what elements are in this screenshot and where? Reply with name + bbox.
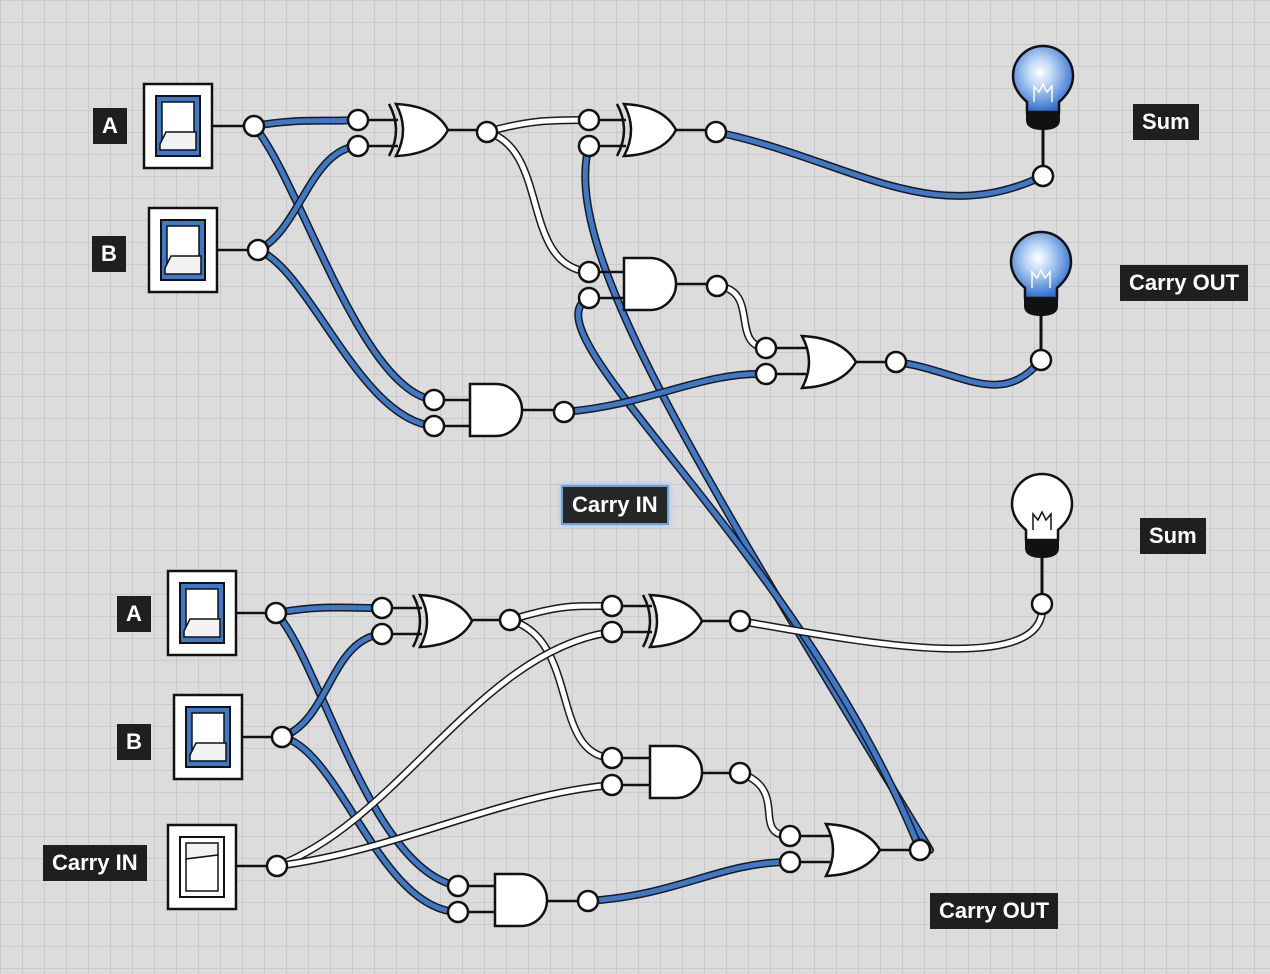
wire-on: [251, 123, 437, 403]
and-gate[interactable]: [622, 256, 678, 312]
xor-gate[interactable]: [411, 593, 474, 649]
input-label-carry-in: Carry IN: [43, 845, 147, 881]
wire-outline: [712, 128, 1047, 200]
or-gate[interactable]: [799, 334, 858, 390]
wire-on: [893, 357, 1044, 388]
connection-pin[interactable]: [884, 350, 908, 374]
input-label-a: A: [117, 596, 151, 632]
wire-outline: [483, 128, 593, 276]
input-label-a: A: [93, 108, 127, 144]
and-gate[interactable]: [648, 744, 704, 800]
wire-off: [484, 129, 592, 275]
connection-pin[interactable]: [600, 746, 624, 770]
wire-on: [279, 734, 461, 915]
connection-pin[interactable]: [728, 761, 752, 785]
wire-off: [507, 617, 615, 761]
switch-b[interactable]: [172, 693, 244, 781]
wire-outline: [713, 282, 770, 352]
wire-outline: [736, 769, 794, 840]
connection-pin[interactable]: [576, 889, 600, 913]
light-bulb-icon: [1011, 44, 1075, 176]
output-label-carry-out: Carry OUT: [930, 893, 1059, 929]
connection-pin[interactable]: [242, 114, 266, 138]
xor-gate[interactable]: [641, 593, 704, 649]
wire-on: [255, 143, 361, 253]
connection-pin[interactable]: [370, 596, 394, 620]
light-bulb-icon: [1009, 230, 1073, 360]
connection-pin[interactable]: [1031, 164, 1055, 188]
wire-on: [585, 859, 793, 904]
switch-a[interactable]: [142, 82, 214, 170]
connection-pin[interactable]: [246, 238, 270, 262]
wire-off: [484, 117, 592, 135]
switch-a[interactable]: [166, 569, 238, 657]
connection-pin[interactable]: [552, 400, 576, 424]
wire-on: [713, 129, 1046, 199]
connection-pin[interactable]: [498, 608, 522, 632]
connection-pin[interactable]: [264, 601, 288, 625]
wire-on: [273, 604, 385, 616]
connection-pin[interactable]: [422, 414, 446, 438]
connection-pin[interactable]: [754, 336, 778, 360]
connection-pin[interactable]: [577, 260, 601, 284]
wire-outline: [254, 246, 438, 430]
connection-pin[interactable]: [1029, 348, 1053, 372]
connection-pin[interactable]: [600, 620, 624, 644]
wire-off: [274, 782, 615, 869]
connection-pin[interactable]: [778, 824, 802, 848]
connection-pin[interactable]: [577, 286, 601, 310]
output-label-sum: Sum: [1133, 104, 1199, 140]
connection-pin[interactable]: [728, 609, 752, 633]
wire-on: [273, 610, 461, 889]
connection-pin[interactable]: [422, 388, 446, 412]
connection-pin[interactable]: [370, 622, 394, 646]
wire-off: [507, 603, 615, 623]
or-gate[interactable]: [823, 822, 882, 878]
connection-pin[interactable]: [705, 274, 729, 298]
switch-carry-in[interactable]: [166, 823, 238, 911]
connection-pin[interactable]: [704, 120, 728, 144]
light-bulb-icon: [1010, 472, 1074, 604]
wires: [212, 116, 1047, 916]
connection-pin[interactable]: [446, 900, 470, 924]
connection-pin[interactable]: [754, 362, 778, 386]
connection-pin[interactable]: [908, 838, 932, 862]
connection-pin[interactable]: [778, 850, 802, 874]
and-gate[interactable]: [493, 872, 549, 928]
connection-pin[interactable]: [265, 854, 289, 878]
connection-pin[interactable]: [446, 874, 470, 898]
connection-pin[interactable]: [600, 773, 624, 797]
wire-outline: [273, 628, 616, 870]
input-label-b: B: [92, 236, 126, 272]
switch-b[interactable]: [147, 206, 219, 294]
wire-on: [561, 371, 769, 415]
connection-pin[interactable]: [577, 108, 601, 132]
carry-in-label-selected[interactable]: Carry IN: [563, 487, 667, 523]
wire-on: [255, 247, 437, 429]
connection-pin[interactable]: [270, 725, 294, 749]
xor-gate[interactable]: [615, 102, 678, 158]
and-gate[interactable]: [468, 382, 524, 438]
xor-gate[interactable]: [387, 102, 450, 158]
output-label-carry-out: Carry OUT: [1120, 265, 1249, 301]
connection-pin[interactable]: [577, 134, 601, 158]
input-label-b: B: [117, 724, 151, 760]
connection-pin[interactable]: [346, 108, 370, 132]
wire-on: [279, 631, 385, 740]
connection-pin[interactable]: [475, 120, 499, 144]
wire-on: [575, 295, 923, 853]
wire-off: [274, 629, 615, 869]
connection-pin[interactable]: [1030, 592, 1054, 616]
wire-on: [251, 117, 361, 129]
wire-off: [737, 601, 1045, 652]
pins: [242, 108, 1055, 924]
connection-pin[interactable]: [346, 134, 370, 158]
connection-pin[interactable]: [600, 594, 624, 618]
output-label-sum: Sum: [1140, 518, 1206, 554]
